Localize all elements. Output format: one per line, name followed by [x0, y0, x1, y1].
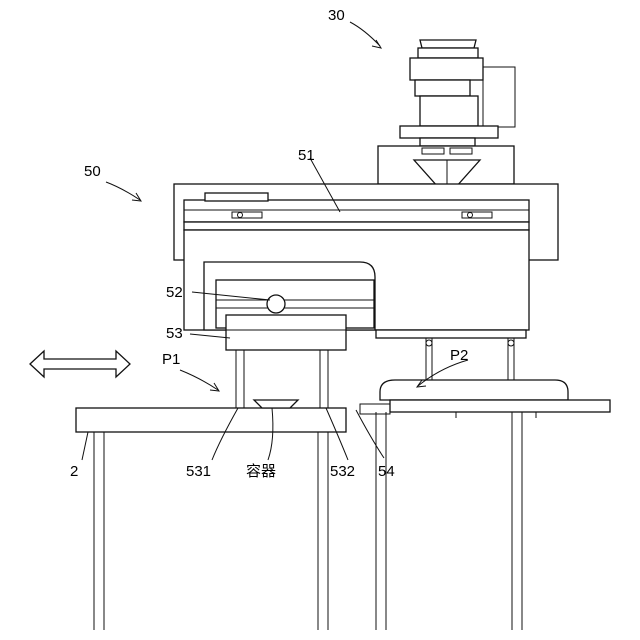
double-arrow-icon	[30, 351, 130, 377]
label-531: 531	[186, 463, 211, 480]
label-54: 54	[378, 463, 395, 480]
tray-p2	[360, 380, 610, 418]
label-50: 50	[84, 163, 101, 180]
label-532: 532	[330, 463, 355, 480]
label-p2: P2	[450, 347, 468, 364]
label-p1: P1	[162, 351, 180, 368]
label-52: 52	[166, 284, 183, 301]
container-shape	[254, 400, 298, 408]
label-53: 53	[166, 325, 183, 342]
label-30: 30	[328, 7, 345, 24]
label-51: 51	[298, 147, 315, 164]
label-2: 2	[70, 463, 78, 480]
table-2	[76, 408, 522, 630]
unit-30	[378, 40, 515, 197]
label-container: 容器	[246, 463, 276, 480]
